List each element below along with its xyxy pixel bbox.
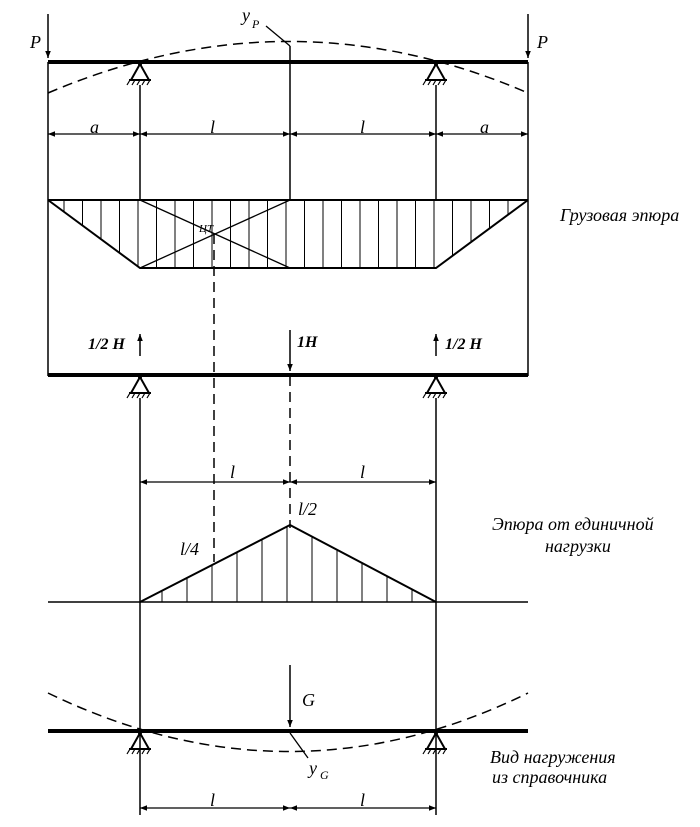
half-h-right-label: 1/2 H — [445, 336, 482, 353]
handbook-scheme — [47, 665, 529, 759]
caption-unit-line1: Эпюра от единичной — [492, 514, 654, 534]
y-g-subscript: G — [320, 768, 329, 782]
dim-bottom-l-left: l — [210, 790, 215, 810]
y-p-label: y — [240, 5, 250, 25]
half-h-left-label: 1/2 H — [88, 336, 125, 353]
support-bottom-right — [422, 730, 448, 755]
caption-cargo: Грузовая эпюра — [559, 205, 679, 225]
support-mid-right — [422, 374, 448, 399]
top-deflection-curve — [47, 40, 529, 94]
dim-top-a-right: a — [480, 117, 489, 137]
top-beam-scheme — [45, 14, 531, 376]
dim-mid-l-right: l — [360, 462, 365, 482]
cargo-hatching — [63, 200, 527, 268]
point-mark-label: ЦТ — [198, 223, 214, 235]
handbook-deflection-curve — [47, 692, 529, 753]
unit-load-diagram — [48, 523, 528, 603]
unit-triangle — [139, 523, 437, 603]
p-left-label: P — [29, 32, 41, 52]
unit-load-scheme — [48, 330, 528, 815]
caption-view-line1: Вид нагружения — [490, 747, 616, 767]
unit-hatching — [161, 526, 413, 602]
cargo-diagram — [47, 199, 529, 269]
p-right-label: P — [536, 32, 548, 52]
quarter-value-label: l/4 — [180, 539, 199, 559]
dim-top-l-right: l — [360, 117, 365, 137]
y-p-leader — [265, 25, 291, 47]
apex-value-label: l/2 — [298, 499, 317, 519]
caption-view-line2: из справочника — [492, 767, 607, 787]
support-bottom-left — [126, 730, 152, 755]
dim-top-l-left: l — [210, 117, 215, 137]
g-label: G — [302, 690, 315, 710]
y-p-subscript: P — [251, 17, 260, 31]
dim-mid-l-left: l — [230, 462, 235, 482]
y-g-leader — [289, 732, 309, 759]
support-top-right — [422, 61, 448, 86]
support-mid-left — [126, 374, 152, 399]
cargo-cross-line-2 — [139, 199, 291, 269]
support-top-left — [126, 61, 152, 86]
dim-top-a-left: a — [90, 117, 99, 137]
y-g-label: y — [307, 758, 317, 778]
caption-unit-line2: нагрузки — [545, 536, 611, 556]
one-h-label: 1H — [297, 334, 318, 351]
dim-bottom-l-right: l — [360, 790, 365, 810]
